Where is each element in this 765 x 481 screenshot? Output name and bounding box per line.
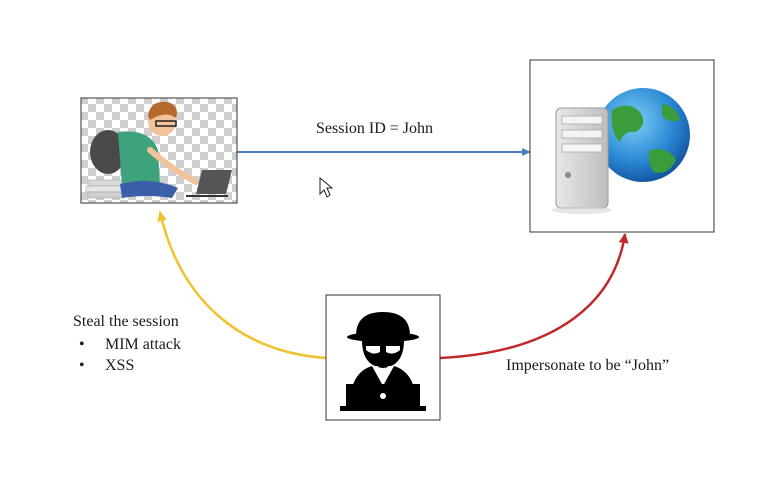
impersonate-label: Impersonate to be “John”: [506, 357, 670, 374]
steal-session-title: Steal the session: [73, 313, 179, 330]
student-with-laptop-icon: [85, 101, 232, 199]
list-item: •MIM attack: [79, 336, 181, 353]
steal-method-mim: MIM attack: [105, 336, 181, 353]
web-server-globe-icon: [552, 88, 690, 214]
session-id-label: Session ID = John: [316, 120, 434, 137]
steal-method-xss: XSS: [105, 357, 135, 374]
attacker-box: [325, 294, 441, 421]
impersonate-arrow: [439, 233, 629, 360]
steal-methods-list: •MIM attack •XSS: [79, 334, 181, 376]
hacker-icon: [340, 312, 426, 411]
list-item: •XSS: [79, 357, 135, 374]
server-box: [529, 59, 715, 233]
user-box: [80, 97, 238, 204]
mouse-cursor-icon: [319, 176, 334, 198]
steal-session-arrow: [157, 211, 327, 360]
